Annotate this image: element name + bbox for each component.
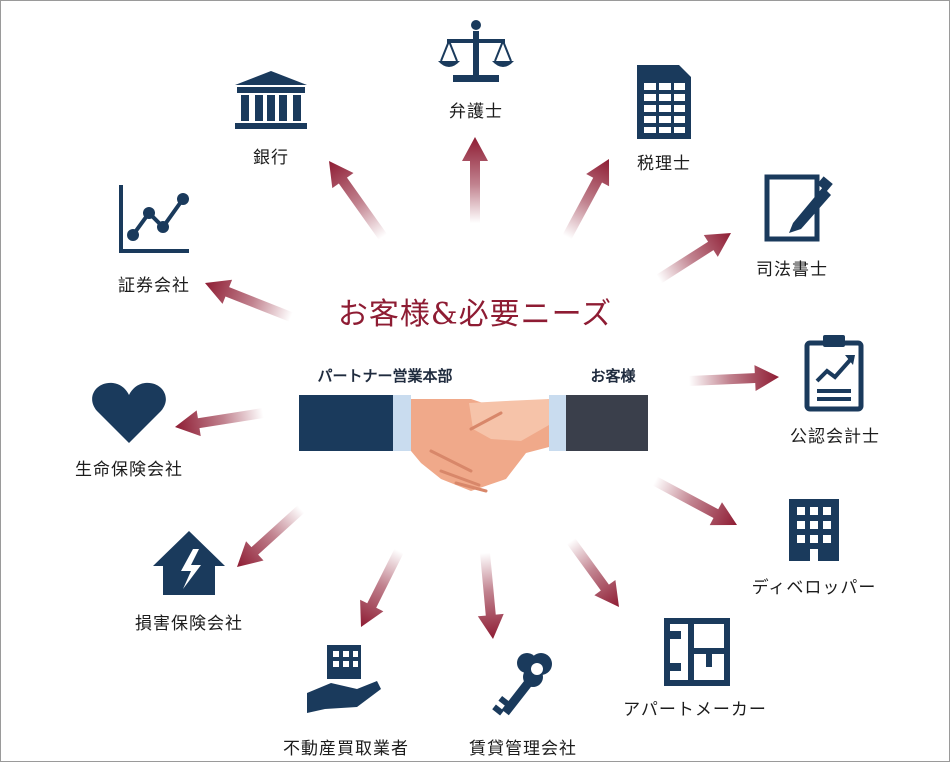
node-label-nonlife: 損害保険会社: [135, 614, 243, 634]
arrow-tax: [562, 159, 610, 240]
node-label-securities: 証券会社: [118, 276, 190, 296]
arrow-apartment: [566, 538, 619, 607]
clipboard-chart-icon: [804, 335, 864, 412]
hand-building-icon: [307, 645, 381, 713]
heart-icon: [92, 382, 166, 443]
node-label-tax: 税理士: [637, 154, 691, 174]
key-icon: [492, 653, 552, 716]
arrow-lawyer: [462, 137, 488, 223]
node-label-realestate: 不動産買取業者: [283, 739, 409, 759]
arrow-realestate: [360, 548, 404, 628]
document-pen-icon: [764, 174, 833, 242]
bank-icon: [235, 71, 307, 129]
scales-icon: [438, 20, 514, 82]
title-text: お客様&必要ニーズ: [337, 297, 613, 332]
partner-label: パートナー営業本部: [317, 367, 453, 385]
arrow-developer: [652, 476, 737, 526]
building-icon: [789, 499, 839, 561]
node-label-lawyer: 弁護士: [449, 102, 503, 122]
spreadsheet-icon: [637, 65, 691, 139]
node-label-cpa: 公認会計士: [790, 427, 880, 447]
node-label-bank: 銀行: [253, 148, 289, 168]
customer-label: お客様: [590, 367, 636, 385]
house-lightning-icon: [153, 531, 225, 595]
arrow-bank: [328, 160, 388, 240]
node-label-developer: ディベロッパー: [751, 578, 877, 598]
floor-plan-icon: [664, 618, 730, 686]
arrow-scrivener: [656, 233, 731, 284]
node-label-life: 生命保険会社: [75, 460, 183, 480]
arrow-securities: [205, 279, 293, 322]
arrow-nonlife: [236, 505, 305, 568]
node-label-rental: 賃貸管理会社: [469, 739, 577, 759]
node-label-apartment: アパートメーカー: [623, 700, 767, 720]
arrow-rental: [477, 552, 504, 640]
handshake-icon: [299, 395, 648, 493]
line-chart-icon: [119, 185, 189, 253]
diagram-title: お客様&必要ニーズ: [338, 289, 612, 333]
arrow-life: [174, 408, 264, 437]
arrows-group: [174, 137, 779, 640]
arrow-cpa: [688, 365, 779, 392]
node-label-scrivener: 司法書士: [756, 260, 828, 280]
